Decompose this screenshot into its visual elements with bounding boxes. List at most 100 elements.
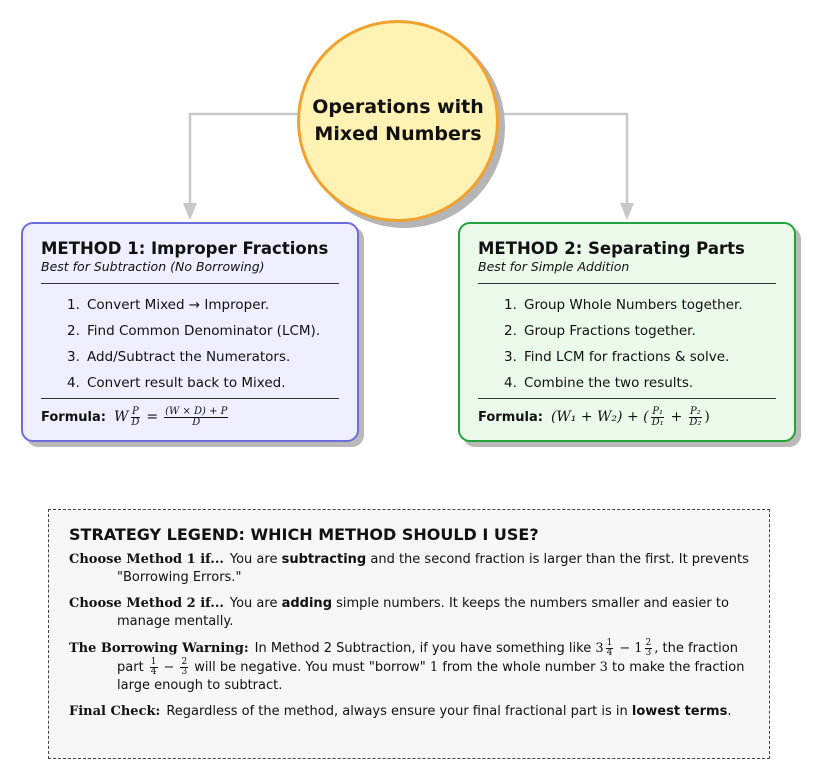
method2-divider-bottom	[478, 398, 776, 399]
numerator: 1	[149, 657, 158, 668]
formula-denominator: D	[192, 416, 201, 428]
formula-fraction-pd: P D	[130, 406, 140, 428]
method2-step: 1.Group Whole Numbers together.	[504, 292, 776, 318]
entry-label: Choose Method 1 if...	[69, 552, 224, 567]
formula-equals: =	[146, 409, 159, 425]
entry-label: The Borrowing Warning:	[69, 641, 249, 656]
formula-whole-sum: (W₁ + W₂) + (	[550, 409, 649, 425]
entry-text: will be negative. You must "borrow"	[190, 660, 430, 675]
method1-divider-top	[41, 283, 339, 284]
entry-label: Final Check:	[69, 704, 161, 719]
step-text: Convert result back to Mixed.	[87, 375, 286, 391]
numerator: 1	[605, 638, 614, 649]
arrowhead-left	[183, 203, 197, 220]
formula-numerator: P₂	[689, 405, 702, 418]
method1-formula-label: Formula:	[41, 409, 106, 425]
method2-step: 3. Find LCM for fractions & solve.	[504, 344, 776, 370]
denominator: 4	[150, 667, 157, 677]
formula-numerator: P₁	[651, 405, 664, 418]
entry-text: You are	[229, 596, 282, 611]
method2-card: METHOD 2: Separating Parts Best for Simp…	[458, 222, 796, 442]
formula-fraction-improper: (W × D) + P D	[164, 406, 229, 428]
legend-title: STRATEGY LEGEND: WHICH METHOD SHOULD I U…	[69, 525, 539, 544]
center-title-line1: Operations with	[312, 96, 484, 118]
formula-close-paren: )	[704, 409, 710, 425]
entry-text: from the whole number	[438, 660, 600, 675]
whole-number: 1	[634, 640, 643, 656]
minus-sign: −	[619, 640, 631, 656]
step-text: Group Whole Numbers together.	[524, 297, 743, 313]
step-number: 4.	[504, 375, 517, 391]
method1-step: 1. Convert Mixed → Improper.	[67, 292, 339, 318]
method2-formula-label: Formula:	[478, 409, 543, 425]
center-topic-node: Operations with Mixed Numbers	[297, 20, 499, 222]
method2-step: 4. Combine the two results.	[504, 370, 776, 396]
step-text: Find LCM for fractions & solve.	[524, 349, 730, 365]
method2-formula-math: (W₁ + W₂) + ( P₁ D₁ + P₂ D₂ )	[550, 405, 710, 428]
method2-subtitle: Best for Simple Addition	[478, 259, 630, 274]
denominator: 3	[645, 648, 652, 658]
method2-title: METHOD 2: Separating Parts	[478, 239, 745, 258]
step-number: 3.	[67, 349, 80, 365]
formula-denominator: D	[131, 416, 140, 428]
step-text: Find Common Denominator (LCM).	[87, 323, 321, 339]
method1-step: 2. Find Common Denominator (LCM).	[67, 318, 339, 344]
step-text: Add/Subtract the Numerators.	[87, 349, 291, 365]
arrowhead-right	[620, 203, 634, 220]
method2-divider-top	[478, 283, 776, 284]
legend-entry-method1: Choose Method 1 if... You are subtracting…	[69, 551, 749, 587]
step-number: 2.	[67, 323, 80, 339]
entry-text: You are	[229, 552, 282, 567]
entry-emphasis: lowest terms	[631, 704, 728, 719]
denominator: 4	[606, 648, 613, 658]
step-text: Convert Mixed → Improper.	[87, 297, 270, 313]
formula-plus: +	[670, 409, 683, 425]
center-title-line2: Mixed Numbers	[314, 123, 482, 145]
step-number: 1.	[67, 297, 80, 313]
method1-subtitle: Best for Subtraction (No Borrowing)	[41, 259, 265, 274]
method1-formula: Formula: W P D = (W × D) + P D	[41, 401, 339, 433]
connector-right	[493, 112, 629, 206]
entry-text: to make the fraction large enough to sub…	[117, 660, 745, 693]
minus-sign: −	[163, 659, 175, 675]
entry-emphasis: adding	[281, 596, 332, 611]
method2-steps: 1.Group Whole Numbers together. 2.Group …	[478, 292, 776, 396]
method1-step: 4. Convert result back to Mixed.	[67, 370, 339, 396]
legend-entry-final-check: Final Check: Regardless of the method, al…	[69, 703, 749, 721]
entry-text: Regardless of the method, always ensure …	[166, 704, 632, 719]
method1-step: 3. Add/Subtract the Numerators.	[67, 344, 339, 370]
formula-denominator: D₁	[651, 416, 664, 428]
step-number: 3.	[504, 349, 517, 365]
legend-entry-method2: Choose Method 2 if... You are adding simp…	[69, 595, 749, 631]
formula-fraction-1: P₁ D₁	[651, 405, 665, 428]
entry-emphasis: subtracting	[281, 552, 367, 567]
step-text: Combine the two results.	[524, 375, 694, 391]
method1-card: METHOD 1: Improper Fractions Best for Su…	[21, 222, 359, 442]
entry-label: Choose Method 2 if...	[69, 596, 224, 611]
method1-divider-bottom	[41, 398, 339, 399]
connector-left	[188, 112, 297, 206]
entry-text: .	[727, 704, 732, 719]
math-number: 1	[429, 659, 439, 675]
formula-whole: W	[113, 409, 129, 425]
step-number: 4.	[67, 375, 80, 391]
denominator: 3	[181, 667, 188, 677]
entry-text: and the second fraction is larger than t…	[117, 552, 749, 585]
math-number: 3	[599, 659, 608, 675]
entry-text: simple numbers. It keeps the numbers sma…	[117, 596, 729, 629]
formula-denominator: D₂	[689, 416, 702, 428]
whole-number: 3	[595, 640, 604, 656]
numerator: 2	[644, 638, 653, 649]
method1-steps: 1. Convert Mixed → Improper. 2. Find Commo…	[41, 292, 339, 396]
numerator: 2	[180, 657, 189, 668]
method1-formula-math: W P D = (W × D) + P D	[113, 406, 230, 428]
formula-fraction-2: P₂ D₂	[688, 405, 702, 428]
step-text: Group Fractions together.	[524, 323, 696, 339]
